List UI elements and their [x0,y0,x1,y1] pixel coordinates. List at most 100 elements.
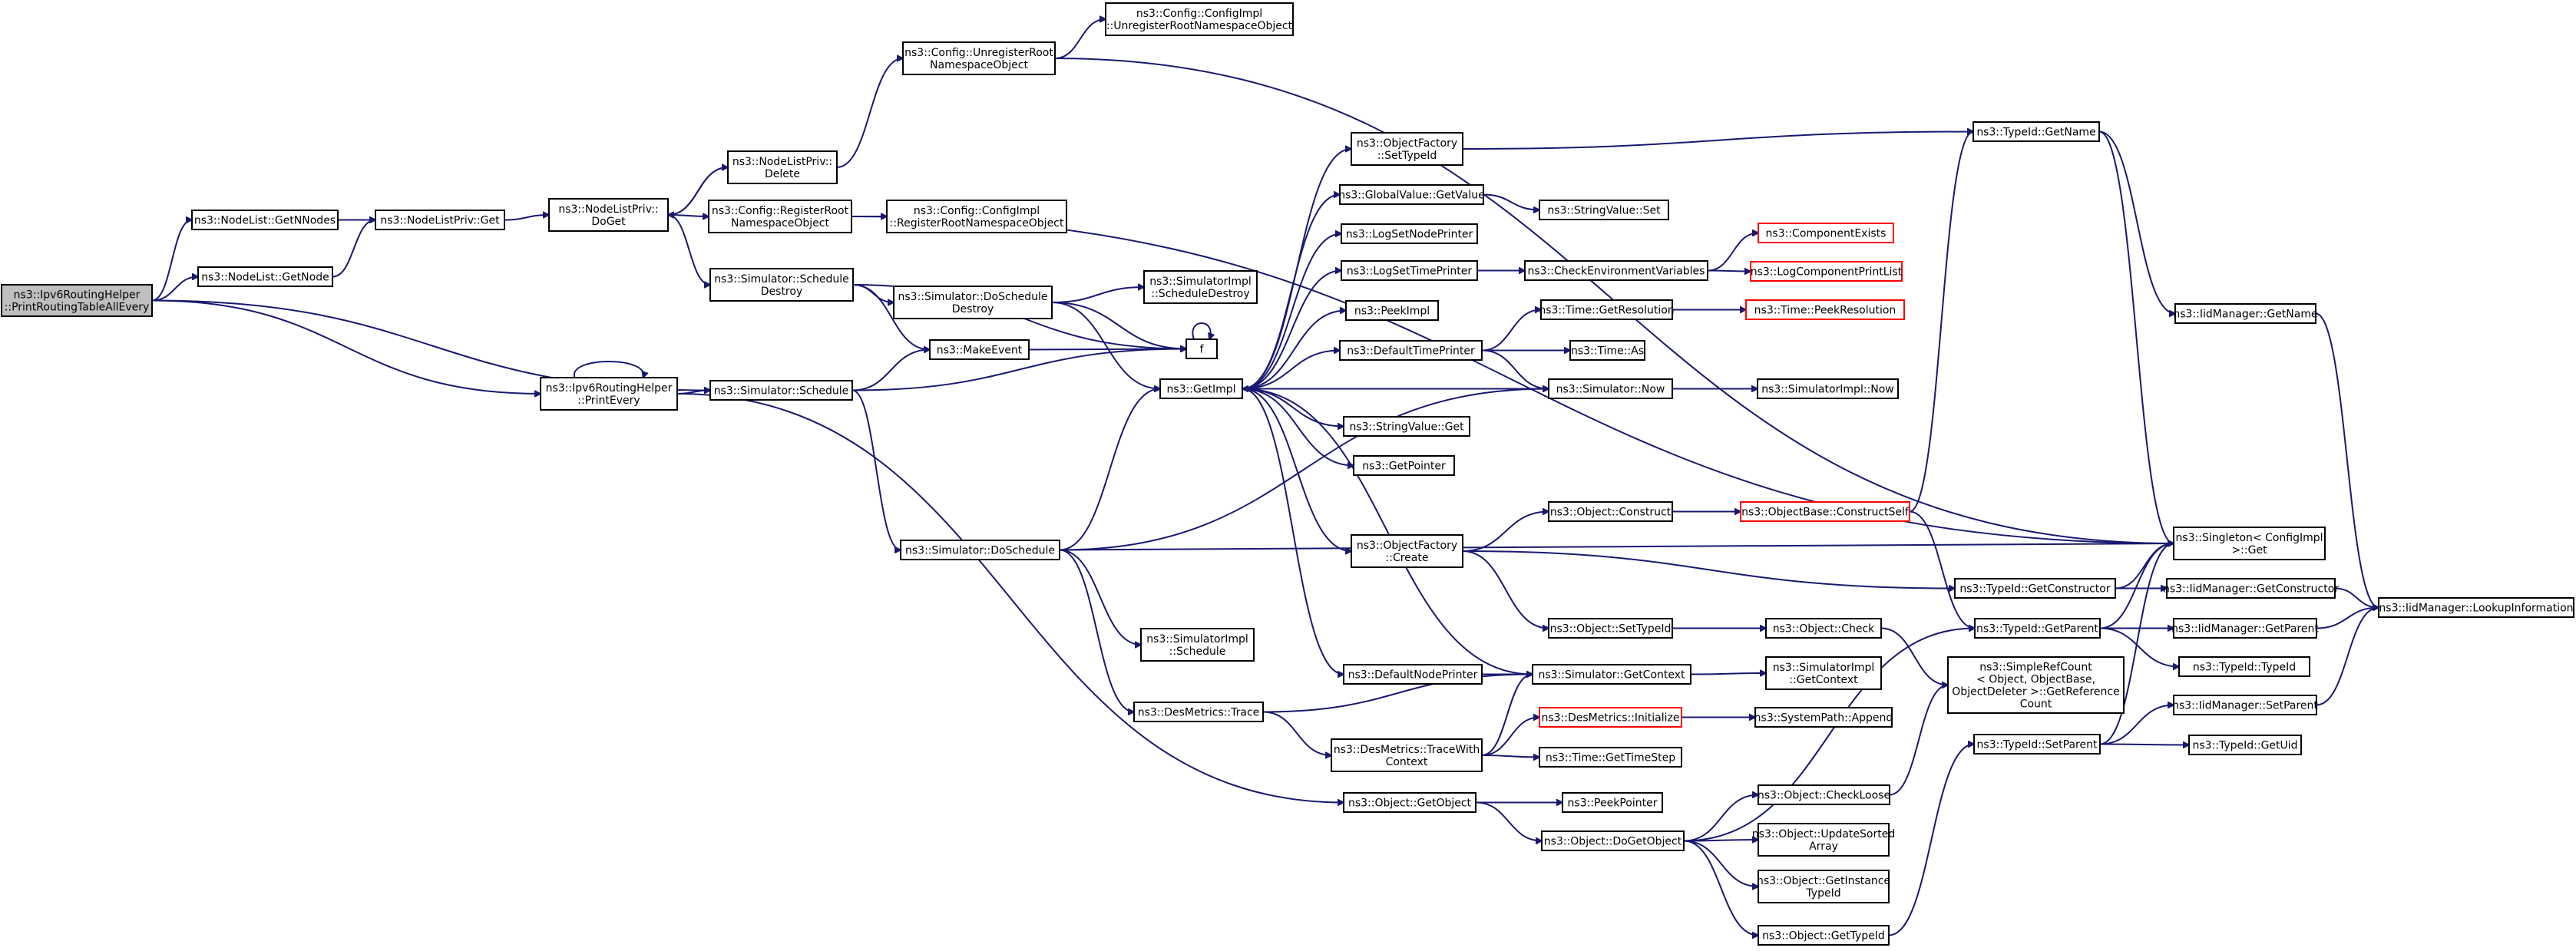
node-box [1562,792,1663,813]
node-objbase-constructself[interactable]: ns3::ObjectBase::ConstructSelf [1740,501,1910,522]
node-sim-dosched[interactable]: ns3::Simulator::DoSchedule [900,540,1060,560]
node-obj-settypeid[interactable]: ns3::Object::SetTypeId [1548,618,1673,639]
node-obj-construct[interactable]: ns3::Object::Construct [1548,501,1673,522]
node-getpointer[interactable]: ns3::GetPointer [1353,455,1455,476]
node-box [1539,200,1669,220]
node-iidm-getparent[interactable]: ns3::IidManager::GetParent [2171,618,2319,639]
node-box [2173,618,2317,639]
node-iidm-getctor[interactable]: ns3::IidManager::GetConstructor [2163,578,2339,599]
edge-nlp-delete-to-cfg-unreg [836,58,903,168]
node-label: ::PrintRoutingTableAllEvery [5,302,150,314]
node-box [1974,618,2101,639]
node-simimpl-now[interactable]: ns3::SimulatorImpl::Now [1757,378,1899,399]
node-obj-getobject[interactable]: ns3::Object::GetObject [1343,792,1476,813]
node-nl-getn[interactable]: ns3::NodeList::GetNNodes [191,210,339,230]
node-label: ns3::NodeListPriv::Get [380,215,500,227]
node-deftimeprinter[interactable]: ns3::DefaultTimePrinter [1339,340,1483,361]
node-time-gettimestep[interactable]: ns3::Time::GetTimeStep [1539,747,1682,768]
node-compexists[interactable]: ns3::ComponentExists [1758,223,1894,243]
node-label: ns3::DesMetrics::Initialize [1541,712,1679,725]
edge-typeid-getname-to-iidm-getname [2098,130,2175,314]
node-typeid-getuid[interactable]: ns3::TypeId::GetUid [2188,735,2302,755]
node-box [1740,501,1910,522]
node-cfg-unreg[interactable]: ns3::Config::UnregisterRootNamespaceObje… [902,41,1056,75]
node-cfg-reg[interactable]: ns3::Config::RegisterRootNamespaceObject [708,200,852,233]
node-time-peekres[interactable]: ns3::Time::PeekResolution [1745,299,1905,320]
edge-of-create-to-obj-settypeid [1462,550,1549,629]
node-defnodeprinter[interactable]: ns3::DefaultNodePrinter [1343,664,1483,685]
node-typeid-getctor[interactable]: ns3::TypeId::GetConstructor [1954,578,2116,599]
node-time-getres[interactable]: ns3::Time::GetResolution [1539,299,1675,320]
node-peekimpl[interactable]: ns3::PeekImpl [1345,300,1439,321]
node-label: ns3::GetImpl [1166,384,1235,396]
node-simplerefcount[interactable]: ns3::SimpleRefCount< Object, ObjectBase,… [1947,656,2125,714]
node-typeid-getname[interactable]: ns3::TypeId::GetName [1973,121,2100,142]
node-obj-dogetobject[interactable]: ns3::Object::DoGetObject [1541,830,1685,851]
node-box [197,266,333,287]
node-simimpl-getcontext[interactable]: ns3::SimulatorImpl::GetContext [1765,656,1882,690]
node-printevery[interactable]: ns3::Ipv6RoutingHelper::PrintEvery [540,377,678,411]
node-of-create[interactable]: ns3::ObjectFactory::Create [1351,534,1463,568]
node-makeevent[interactable]: ns3::MakeEvent [929,339,1030,360]
node-box [1105,2,1294,36]
node-getimpl[interactable]: ns3::GetImpl [1159,378,1243,399]
node-time-as[interactable]: ns3::Time::As [1569,340,1645,361]
node-gv-getvalue[interactable]: ns3::GlobalValue::GetValue [1338,184,1485,205]
node-box [1133,702,1264,722]
node-sim-now[interactable]: ns3::Simulator::Now [1548,378,1673,399]
node-cfgimpl-unreg[interactable]: ns3::Config::ConfigImpl::UnregisterRootN… [1105,2,1294,36]
node-peekpointer[interactable]: ns3::PeekPointer [1562,792,1663,813]
node-label: ns3::Simulator::DoSchedule [905,545,1055,557]
node-of-settypeid[interactable]: ns3::ObjectFactory::SetTypeId [1351,132,1463,166]
node-label: ns3::StringValue::Set [1547,205,1661,217]
node-box [1351,534,1463,568]
node-iidm-getname[interactable]: ns3::IidManager::GetName [2173,303,2318,324]
node-sim-schedule[interactable]: ns3::Simulator::Schedule [709,380,853,401]
node-simimpl-sched-destroy[interactable]: ns3::SimulatorImpl::ScheduleDestroy [1143,270,1258,304]
node-cfgimpl-reg[interactable]: ns3::Config::ConfigImpl::RegisterRootNam… [886,200,1067,233]
node-sv-set[interactable]: ns3::StringValue::Set [1539,200,1669,220]
node-box [1339,184,1484,205]
node-sim-sched-destroy[interactable]: ns3::Simulator::ScheduleDestroy [709,268,854,302]
node-obj-checkloose[interactable]: ns3::Object::CheckLoose [1758,784,1890,805]
edge-of-create-to-typeid-getctor [1462,550,1955,589]
node-box [375,210,505,230]
node-logtimeprinter[interactable]: ns3::LogSetTimePrinter [1341,260,1478,281]
node-typeid-setparent[interactable]: ns3::TypeId::SetParent [1973,734,2101,755]
node-label: ns3::NodeListPriv:: [732,156,832,168]
node-root[interactable]: ns3::Ipv6RoutingHelper::PrintRoutingTabl… [1,284,153,317]
node-label: ns3::SystemPath::Append [1754,712,1893,725]
node-label: NamespaceObject [930,59,1028,71]
node-iidm-setparent[interactable]: ns3::IidManager::SetParent [2172,695,2318,715]
node-nl-getnode[interactable]: ns3::NodeList::GetNode [197,266,333,287]
node-logcompprint[interactable]: ns3::LogComponentPrintList [1750,261,1903,282]
node-desmetrics-trace[interactable]: ns3::DesMetrics::Trace [1133,702,1264,722]
node-sim-getcontext[interactable]: ns3::Simulator::GetContext [1532,664,1691,685]
node-desmetrics-init[interactable]: ns3::DesMetrics::Initialize [1539,707,1682,728]
node-box [1569,340,1645,361]
node-obj-check[interactable]: ns3::Object::Check [1765,618,1882,639]
edge-sim-dosched-destroy-to-simimpl-sched-destroy [1051,287,1144,303]
node-label: ns3::Simulator::Schedule [714,273,849,286]
node-box [1185,338,1218,359]
node-syspath-append[interactable]: ns3::SystemPath::Append [1754,707,1893,728]
node-typeid-typeid[interactable]: ns3::TypeId::TypeId [2178,656,2310,677]
node-f[interactable]: f [1185,338,1218,359]
node-obj-gettypeid[interactable]: ns3::Object::GetTypeId [1758,925,1890,946]
node-singleton-get[interactable]: ns3::Singleton< ConfigImpl>::Get [2173,527,2326,560]
node-nlp-get[interactable]: ns3::NodeListPriv::Get [375,210,505,230]
node-simimpl-schedule[interactable]: ns3::SimulatorImpl::Schedule [1140,628,1255,662]
node-label: ns3::MakeEvent [937,345,1023,357]
node-sv-get[interactable]: ns3::StringValue::Get [1343,416,1470,437]
node-iidm-lookup[interactable]: ns3::IidManager::LookupInformation [2378,597,2574,618]
node-typeid-getparent[interactable]: ns3::TypeId::GetParent [1974,618,2101,639]
node-nlp-doget[interactable]: ns3::NodeListPriv::DoGet [548,198,669,232]
node-lognodeprinter[interactable]: ns3::LogSetNodePrinter [1341,223,1478,244]
node-checkenv[interactable]: ns3::CheckEnvironmentVariables [1524,260,1708,281]
node-nlp-delete[interactable]: ns3::NodeListPriv::Delete [727,150,838,184]
edge-obj-dogetobject-to-obj-checkloose [1683,795,1758,842]
